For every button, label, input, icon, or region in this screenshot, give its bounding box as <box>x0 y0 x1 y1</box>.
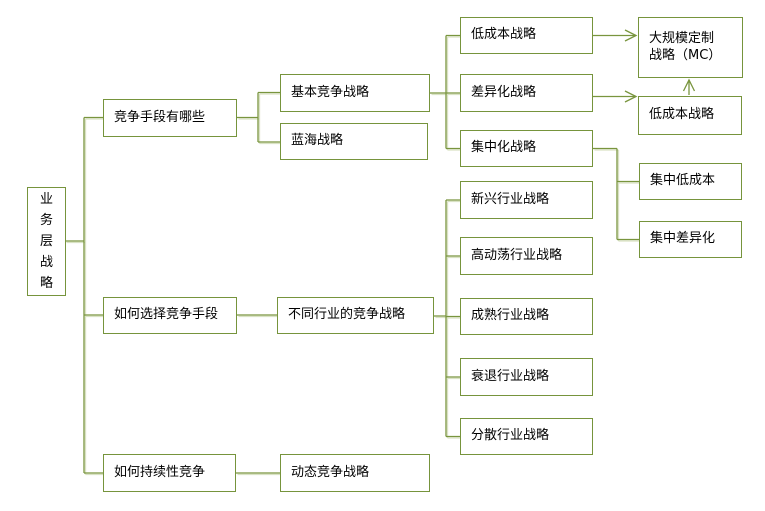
node-basic-competitive-strategy-label: 基本竞争战略 <box>291 84 370 100</box>
node-business-level-strategy-label: 业务层战略 <box>39 192 53 291</box>
node-focused-differentiation: 集中差异化 <box>639 221 742 258</box>
node-focused-low-cost: 集中低成本 <box>639 163 742 200</box>
node-fragmented-industry: 分散行业战略 <box>460 418 593 455</box>
node-differentiation-strategy-label: 差异化战略 <box>471 84 537 100</box>
node-dynamic-competitive-strategy: 动态竞争战略 <box>280 454 430 492</box>
node-sustained-competition: 如何持续性竞争 <box>103 454 236 492</box>
arrow-differentiation-to-lowcost2 <box>593 90 638 103</box>
node-low-cost-strategy: 低成本战略 <box>460 17 593 54</box>
arrow-lowcost-to-mc <box>593 29 638 42</box>
connector-means-bracket <box>237 91 280 143</box>
connector-focus-bracket <box>593 147 639 241</box>
node-mass-customization-label: 大规模定制 战略（MC） <box>649 31 722 63</box>
node-mass-customization: 大规模定制 战略（MC） <box>638 17 743 78</box>
node-focused-differentiation-label: 集中差异化 <box>650 231 716 247</box>
node-emerging-industry: 新兴行业战略 <box>460 181 593 219</box>
node-sustained-competition-label: 如何持续性竞争 <box>114 464 206 480</box>
node-blue-ocean-strategy: 蓝海战略 <box>280 123 428 160</box>
node-how-to-choose-label: 如何选择竞争手段 <box>114 307 219 323</box>
connector-root-trunk <box>65 116 103 474</box>
node-business-level-strategy: 业务层战略 <box>27 187 66 296</box>
arrow-lowcost2-to-mc <box>682 78 696 95</box>
node-industry-strategies: 不同行业的竞争战略 <box>277 297 434 334</box>
connector-basic-bracket <box>430 34 460 150</box>
node-how-to-choose: 如何选择竞争手段 <box>103 297 237 334</box>
node-focused-low-cost-label: 集中低成本 <box>650 173 716 189</box>
node-focus-strategy-label: 集中化战略 <box>471 140 537 156</box>
node-turbulent-industry: 高动荡行业战略 <box>460 237 593 275</box>
node-low-cost-strategy-2-label: 低成本战略 <box>649 107 715 123</box>
node-turbulent-industry-label: 高动荡行业战略 <box>471 247 563 263</box>
node-declining-industry-label: 衰退行业战略 <box>471 368 550 384</box>
node-dynamic-competitive-strategy-label: 动态竞争战略 <box>291 464 370 480</box>
node-fragmented-industry-label: 分散行业战略 <box>471 428 550 444</box>
node-competition-means-label: 竞争手段有哪些 <box>114 109 206 125</box>
node-blue-ocean-strategy-label: 蓝海战略 <box>291 133 344 149</box>
node-low-cost-strategy-2: 低成本战略 <box>638 96 742 135</box>
node-emerging-industry-label: 新兴行业战略 <box>471 191 550 207</box>
node-low-cost-strategy-label: 低成本战略 <box>471 27 537 43</box>
node-industry-strategies-label: 不同行业的竞争战略 <box>288 307 406 323</box>
node-competition-means: 竞争手段有哪些 <box>103 99 237 137</box>
connector-industry-bracket <box>434 199 460 438</box>
connector-shadows <box>66 36 641 476</box>
node-basic-competitive-strategy: 基本竞争战略 <box>280 74 430 112</box>
node-mature-industry: 成熟行业战略 <box>460 298 593 335</box>
node-focus-strategy: 集中化战略 <box>460 130 593 167</box>
node-differentiation-strategy: 差异化战略 <box>460 74 593 112</box>
node-declining-industry: 衰退行业战略 <box>460 358 593 396</box>
node-mature-industry-label: 成熟行业战略 <box>471 308 550 324</box>
